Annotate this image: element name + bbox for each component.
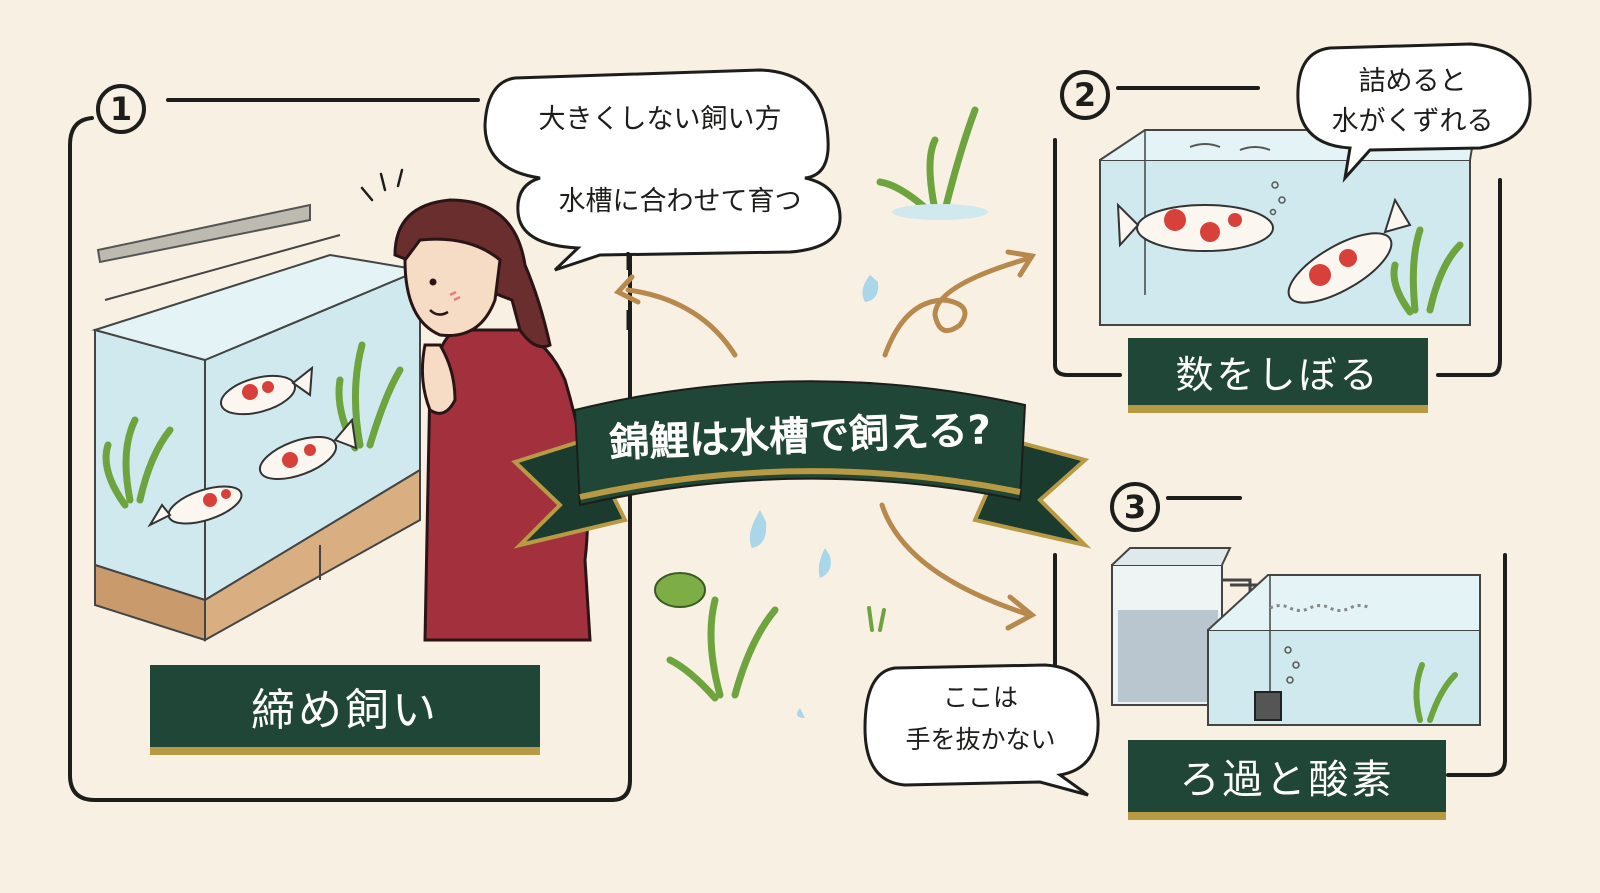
bubble-3-line-2: 手を抜かない [905, 725, 1056, 754]
filter-unit [1111, 547, 1267, 706]
water-drop [818, 548, 831, 578]
aquarium-1 [91, 203, 424, 642]
aquarium-3 [1207, 574, 1481, 726]
decorative-plant [876, 106, 988, 220]
grass-tuft [867, 606, 886, 632]
bubble-1-line-2: 水槽に合わせて育つ [558, 186, 802, 217]
arrow-to-panel-1 [625, 287, 738, 358]
koi-fish [220, 365, 314, 416]
water-drop [862, 275, 879, 302]
koi-fish [147, 485, 243, 528]
panel-3-label: ろ過と酸素 [1128, 740, 1446, 820]
koi-fish [1287, 197, 1412, 304]
panel-1-label: 締め飼い [150, 665, 540, 755]
bubble-2-line-2: 水がくずれる [1331, 106, 1494, 137]
panel-3-number: 3 [1110, 482, 1160, 532]
bubble-2-line-1: 詰めると [1358, 66, 1467, 97]
koi-fish [1116, 202, 1274, 252]
title-ribbon [511, 380, 1092, 549]
speech-bubble-1 [483, 68, 842, 272]
panel-2-label: 数をしぼる [1128, 338, 1428, 413]
bubble-1-line-1: 大きくしない飼い方 [538, 104, 782, 135]
panel-2-frame [1053, 86, 1502, 377]
panel-1-frame [68, 98, 632, 802]
panel-1-number: 1 [96, 84, 146, 134]
koi-fish [258, 417, 358, 481]
bubble-3-line-1: ここは [942, 683, 1018, 712]
speech-bubble-2 [1296, 42, 1532, 183]
water-drop [796, 708, 805, 718]
decorative-plant [654, 572, 779, 702]
water-drop [749, 510, 767, 548]
speech-bubble-3 [863, 663, 1100, 797]
arrow-to-panel-2 [882, 255, 1033, 358]
panel-2-number: 2 [1060, 70, 1110, 120]
woman-figure [360, 168, 592, 642]
arrow-to-panel-3 [879, 502, 1033, 618]
